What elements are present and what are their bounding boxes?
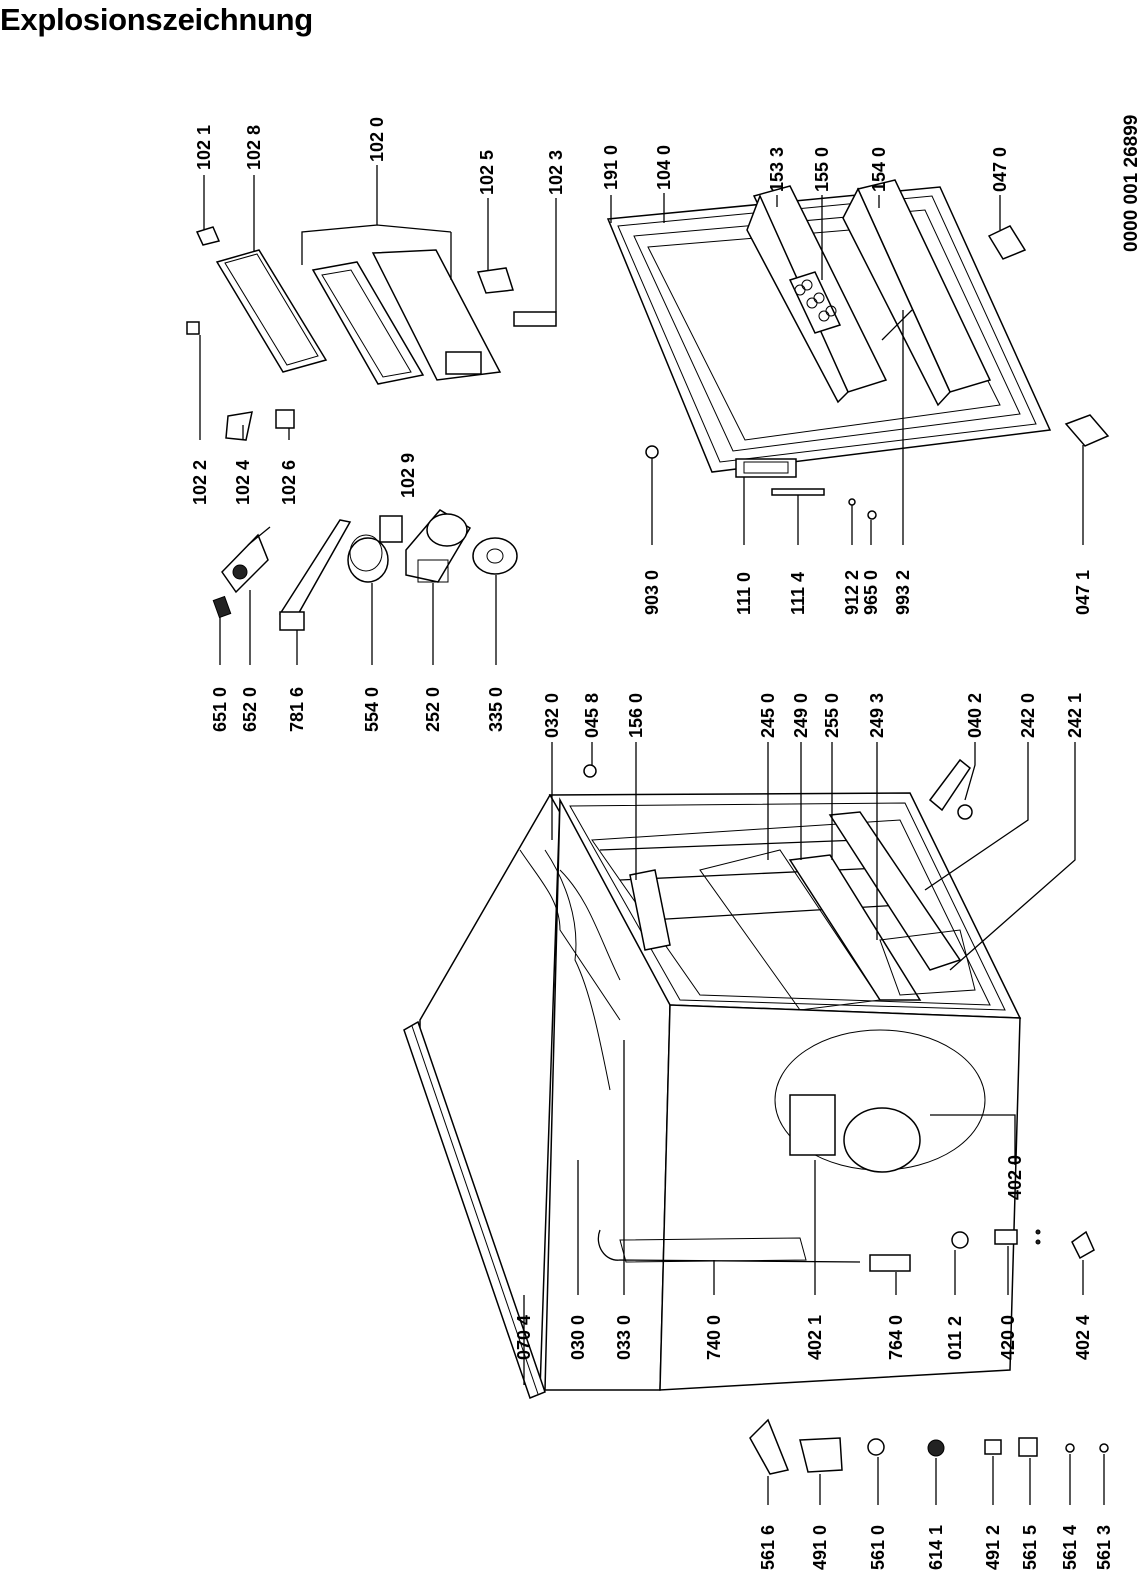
part-label: 040 2 <box>965 693 985 738</box>
part-label: 491 0 <box>810 1525 830 1570</box>
part-label: 561 0 <box>868 1525 888 1570</box>
part-label: 561 5 <box>1020 1525 1040 1570</box>
accessories-row <box>749 1418 1109 1475</box>
clip-icon <box>1071 1230 1095 1260</box>
part-label: 153 3 <box>767 147 787 192</box>
part-label: 033 0 <box>614 1315 634 1360</box>
dot-icon <box>1035 1229 1041 1235</box>
part-label: 561 6 <box>758 1525 778 1570</box>
part-label: 045 8 <box>582 693 602 738</box>
clip-icon <box>195 226 221 246</box>
freezer-flap <box>311 249 502 385</box>
part-label: 102 1 <box>194 125 214 170</box>
part-label: 335 0 <box>486 687 506 732</box>
strip-icon <box>771 488 825 496</box>
part-label: 242 0 <box>1018 693 1038 738</box>
door <box>606 179 1052 478</box>
part-label: 102 8 <box>244 125 264 170</box>
part-label: 155 0 <box>812 147 832 192</box>
part-label: 255 0 <box>822 693 842 738</box>
gasket-frame <box>215 249 328 373</box>
hinge-bracket <box>513 311 557 327</box>
part-label: 252 0 <box>423 687 443 732</box>
part-label: 242 1 <box>1065 693 1085 738</box>
part-label: 614 1 <box>926 1525 946 1570</box>
part-label: 561 3 <box>1094 1525 1114 1570</box>
part-label: 402 4 <box>1073 1315 1093 1360</box>
part-label: 047 0 <box>990 147 1010 192</box>
pin-icon <box>848 498 856 506</box>
part-label: 102 3 <box>546 150 566 195</box>
part-labels: 102 1 102 8 102 0 102 5 102 3 191 0 104 0 153 3… <box>190 117 1114 1570</box>
part-label: 102 2 <box>190 460 210 505</box>
part-label: 781 6 <box>287 687 307 732</box>
part-label: 420 0 <box>998 1315 1018 1360</box>
part-label: 903 0 <box>642 570 662 615</box>
part-label: 156 0 <box>626 693 646 738</box>
part-label: 652 0 <box>240 687 260 732</box>
page-title: Explosionszeichnung <box>0 2 313 37</box>
part-label: 554 0 <box>362 687 382 732</box>
hinge-icon <box>1064 414 1110 447</box>
part-label: 102 0 <box>367 117 387 162</box>
refrigerator-cabinet <box>403 792 1022 1399</box>
plug-icon <box>951 1231 969 1249</box>
screw-icon <box>186 321 200 335</box>
part-label: 651 0 <box>210 687 230 732</box>
part-label: 402 1 <box>805 1315 825 1360</box>
part-label: 740 0 <box>704 1315 724 1360</box>
dot-icon <box>1035 1239 1041 1245</box>
part-label: 102 6 <box>279 460 299 505</box>
part-label: 102 4 <box>233 460 253 505</box>
leader-lines <box>199 165 1105 1505</box>
part-label: 102 5 <box>477 150 497 195</box>
bracket-icon <box>928 758 972 812</box>
parts-drawing <box>186 179 1110 1475</box>
hinge-icon <box>275 409 295 429</box>
plate-icon <box>476 267 514 294</box>
part-label: 561 4 <box>1060 1525 1080 1570</box>
part-label: 111 4 <box>788 572 808 615</box>
part-label: 011 2 <box>945 1316 965 1360</box>
part-label: 104 0 <box>654 145 674 190</box>
bracket-icon <box>225 411 253 441</box>
document-number: 0000 001 26899 <box>1121 115 1142 252</box>
part-label: 912 2 <box>842 570 862 615</box>
part-label: 030 0 <box>568 1315 588 1360</box>
part-label: 047 1 <box>1073 570 1093 615</box>
part-label: 993 2 <box>893 570 913 615</box>
part-label: 249 3 <box>867 693 887 738</box>
part-label: 154 0 <box>869 147 889 192</box>
part-label: 402 0 <box>1005 1155 1025 1200</box>
part-label: 764 0 <box>886 1315 906 1360</box>
part-label: 965 0 <box>861 570 881 615</box>
pin-icon <box>867 510 877 520</box>
part-label: 032 0 <box>542 693 562 738</box>
relay-icon <box>994 1229 1018 1245</box>
foot-icon <box>957 804 973 820</box>
part-label: 249 0 <box>791 693 811 738</box>
part-label: 245 0 <box>758 693 778 738</box>
components-group <box>212 509 518 631</box>
part-label: 070 4 <box>514 1315 534 1360</box>
part-label: 191 0 <box>601 145 621 190</box>
screw-icon <box>583 764 597 778</box>
part-label: 111 0 <box>734 572 754 615</box>
part-label: 102 9 <box>398 453 418 498</box>
part-label: 491 2 <box>983 1525 1003 1570</box>
foot-icon <box>987 225 1027 260</box>
screw-icon <box>645 445 659 459</box>
